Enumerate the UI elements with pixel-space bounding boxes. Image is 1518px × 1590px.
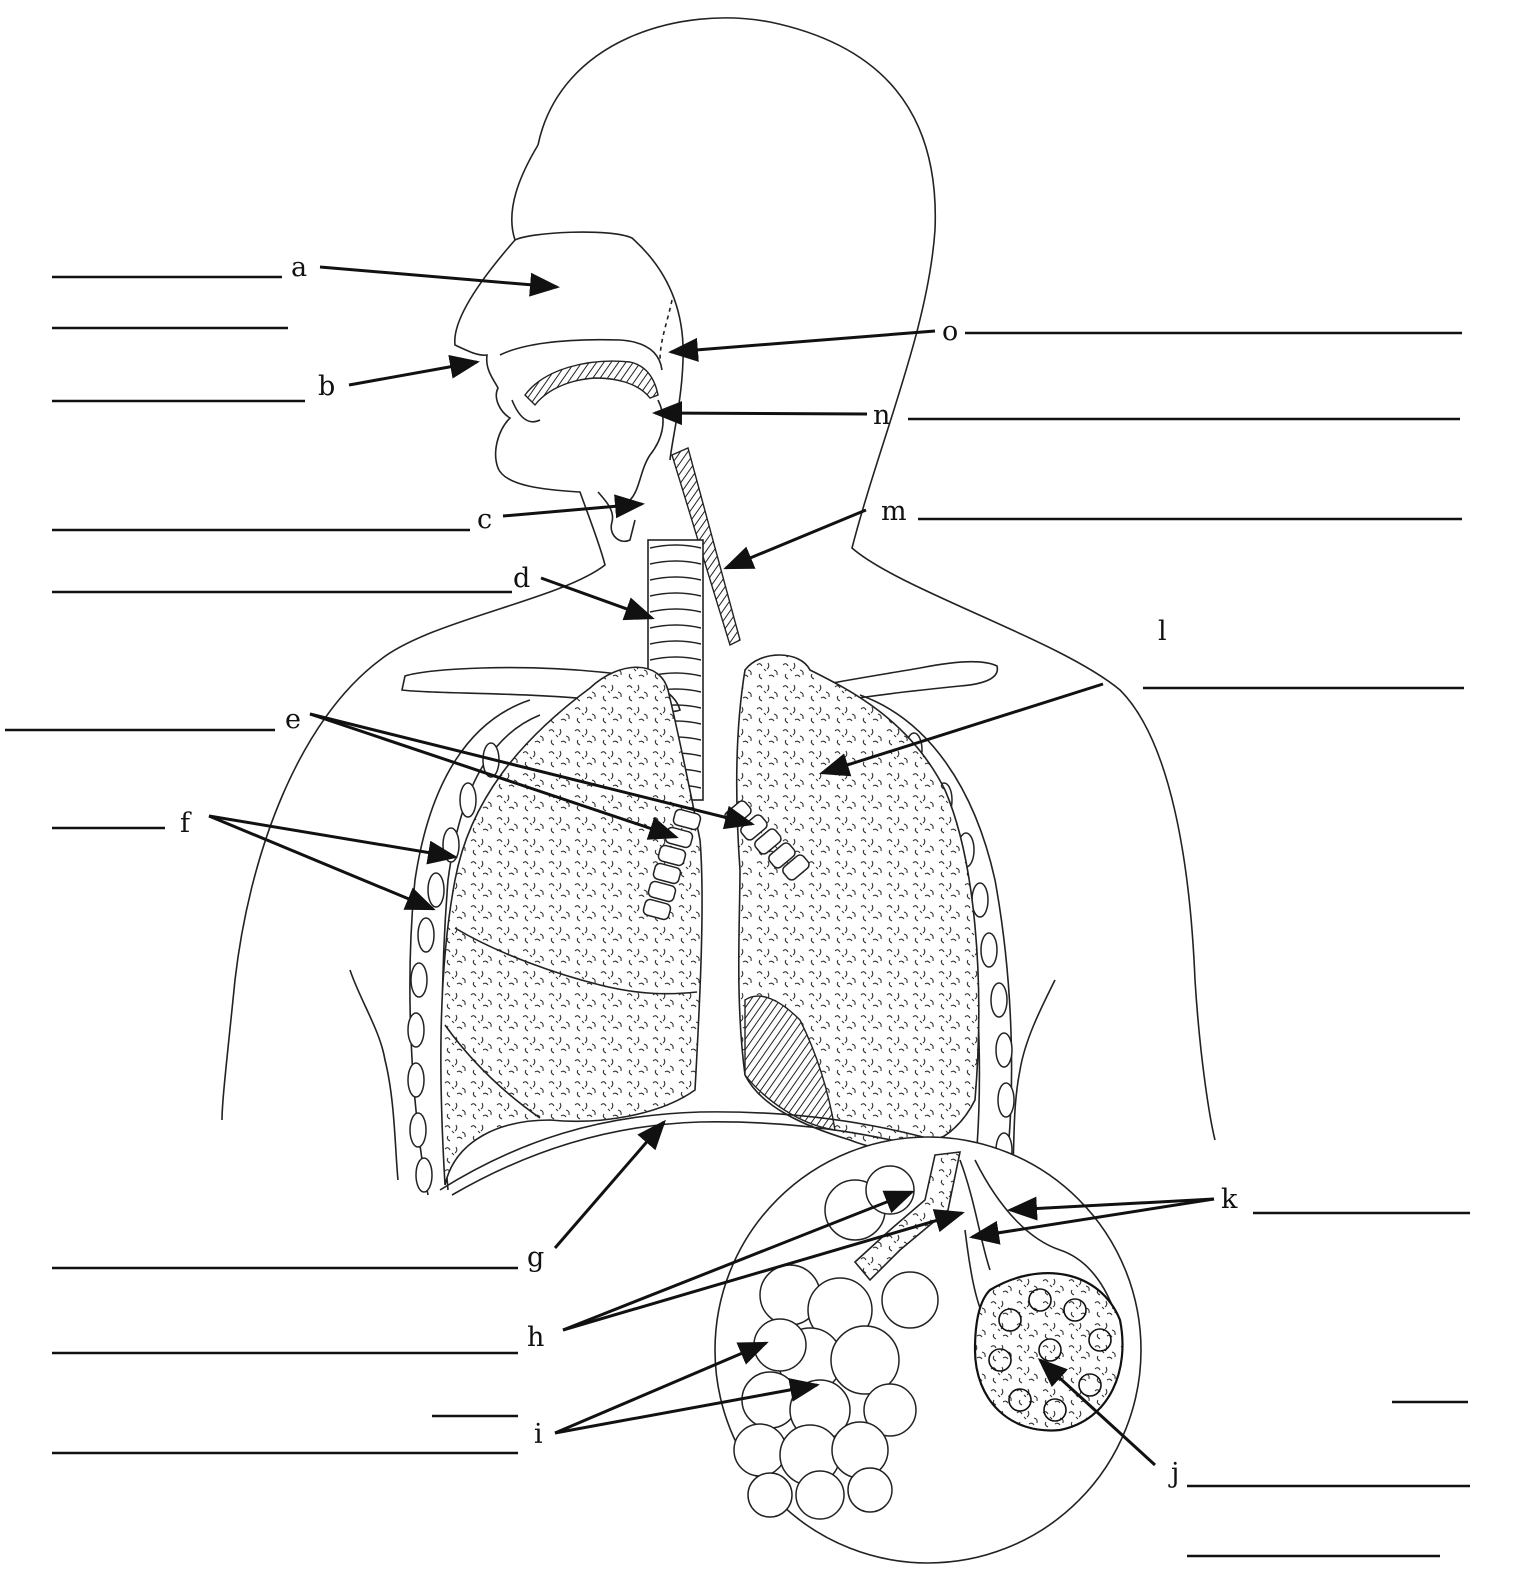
epiglottis <box>598 492 635 541</box>
label-e: e <box>285 704 301 735</box>
rib-cross-section <box>981 933 997 967</box>
right-arm-outline <box>1012 980 1055 1180</box>
label-d: d <box>513 563 530 594</box>
label-h: h <box>527 1322 544 1353</box>
rib-cross-section <box>418 918 434 952</box>
pointer-arrow <box>655 413 867 414</box>
pointer-arrow <box>671 331 935 352</box>
hard-palate <box>525 361 658 405</box>
label-i: i <box>534 1419 543 1450</box>
pointer-arrow <box>726 510 866 568</box>
rib-cross-section <box>408 1013 424 1047</box>
label-k: k <box>1221 1184 1238 1215</box>
label-c: c <box>477 504 492 535</box>
label-a: a <box>291 252 307 283</box>
alveolar-sac-capillaries <box>975 1273 1123 1430</box>
pointer-arrow <box>555 1122 664 1248</box>
rib-cross-section <box>411 963 427 997</box>
mouth-cavity <box>512 400 663 500</box>
pointer-arrow <box>541 578 652 618</box>
pointer-arrow <box>209 816 455 857</box>
pharynx-divider <box>660 300 672 360</box>
alveolus <box>748 1473 792 1517</box>
alveolus <box>734 1424 786 1476</box>
rib-cross-section <box>428 873 444 907</box>
label-f: f <box>180 808 192 839</box>
head-cavity-outline <box>515 232 683 460</box>
alveolus <box>796 1471 844 1519</box>
label-n: n <box>873 400 890 431</box>
alveoli-inset <box>715 1137 1141 1563</box>
label-j: j <box>1168 1458 1179 1489</box>
alveolus <box>882 1272 938 1328</box>
label-m: m <box>881 496 907 527</box>
rib-cross-section <box>460 783 476 817</box>
rib-cross-section <box>991 983 1007 1017</box>
alveolus <box>848 1468 892 1512</box>
label-l: l <box>1158 616 1167 647</box>
left-arm-outline <box>350 970 398 1180</box>
pointer-arrow <box>349 362 477 385</box>
label-g: g <box>527 1242 544 1273</box>
rib-cross-section <box>996 1033 1012 1067</box>
label-b: b <box>318 371 335 402</box>
pointer-arrow <box>209 816 433 909</box>
rib-cross-section <box>408 1063 424 1097</box>
pointer-arrow <box>503 504 642 516</box>
rib-cross-section <box>972 883 988 917</box>
alveolus <box>742 1372 798 1428</box>
rib-cross-section <box>410 1113 426 1147</box>
rib-cross-section <box>416 1158 432 1192</box>
upper-airway <box>500 300 740 645</box>
pointer-arrow <box>320 267 557 287</box>
rib-cross-section <box>998 1083 1014 1117</box>
left-lung <box>441 667 702 1185</box>
label-o: o <box>942 316 958 347</box>
